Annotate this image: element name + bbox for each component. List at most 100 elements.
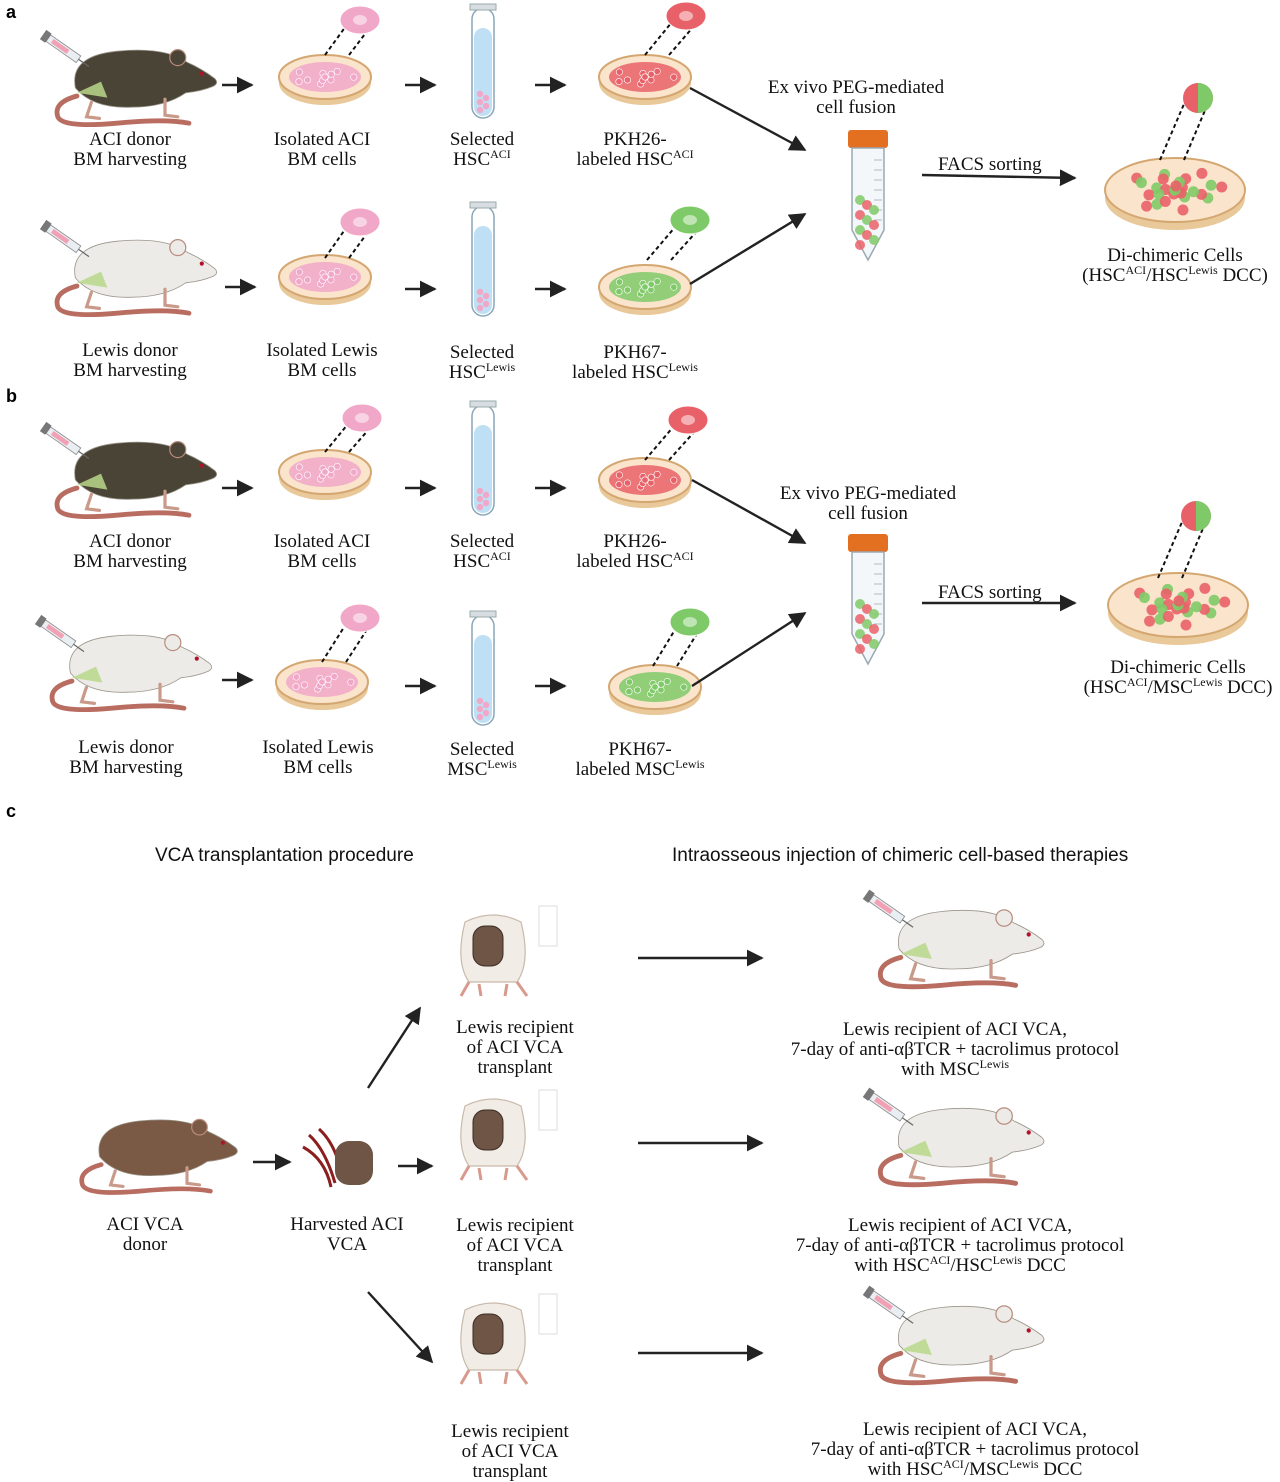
rat-eye xyxy=(199,261,204,266)
cell xyxy=(333,267,341,275)
fused-cell xyxy=(869,609,879,619)
syringe-icon xyxy=(862,1087,914,1126)
fused-cell xyxy=(862,619,872,629)
fused-cell xyxy=(862,230,872,240)
fused-cell xyxy=(1208,594,1220,606)
cell xyxy=(615,78,623,86)
fused-cell xyxy=(1160,588,1172,600)
fused-cell xyxy=(862,634,872,644)
rat-tail xyxy=(877,954,1019,990)
cell xyxy=(292,683,300,691)
panel-label-a: a xyxy=(6,2,17,22)
fused-cell xyxy=(1216,181,1228,193)
fused-cell xyxy=(862,200,872,210)
b-tube-msc xyxy=(469,610,497,726)
cell xyxy=(304,471,312,479)
bone-highlight xyxy=(72,666,103,683)
fused-cell xyxy=(1156,603,1168,615)
cell xyxy=(647,473,655,481)
fused-cell xyxy=(855,599,865,609)
cell xyxy=(625,688,633,696)
rat-eye xyxy=(194,656,199,661)
a-pkh67-label: PKH67-labeled HSCLewis xyxy=(572,342,698,383)
c-arrow-up xyxy=(366,1006,422,1089)
cell xyxy=(295,473,303,481)
fused-cell xyxy=(1144,615,1156,627)
b-arrow-to-fusion xyxy=(691,611,807,688)
fused-cell xyxy=(1153,188,1165,200)
c-therapy-label-3: Lewis recipient of ACI VCA,7-day of anti… xyxy=(810,1419,1140,1480)
rat-legs xyxy=(79,682,175,706)
rat-body xyxy=(897,1107,1045,1168)
bone-highlight xyxy=(77,271,108,288)
b-pkh26-label: PKH26-labeled HSCACI xyxy=(576,531,694,572)
cell xyxy=(653,277,661,285)
fused-cell xyxy=(855,629,865,639)
cell xyxy=(350,73,358,81)
fused-cell xyxy=(1170,180,1182,192)
bone-highlight xyxy=(900,1338,932,1356)
a-result-label: Di-chimeric Cells (HSCACI/HSCLewis DCC) xyxy=(1082,245,1268,286)
c-treated-rat-2 xyxy=(862,1087,1045,1188)
rat-legs xyxy=(84,287,180,311)
c-heading-left: VCA transplantation procedure xyxy=(155,845,414,866)
graft xyxy=(472,925,504,967)
cell xyxy=(301,681,309,689)
rat-tail xyxy=(54,283,192,318)
cell xyxy=(333,462,341,470)
cell xyxy=(350,468,358,476)
cell xyxy=(625,678,633,686)
cell xyxy=(333,67,341,75)
fused-cell xyxy=(1162,610,1174,622)
fused-cell xyxy=(862,604,872,614)
cell xyxy=(651,683,659,691)
rat-eye xyxy=(199,71,204,76)
graft xyxy=(472,1313,504,1355)
c-treated-rat-1 xyxy=(862,889,1045,990)
rat-eye xyxy=(1026,1328,1031,1333)
panel-label-c: c xyxy=(6,801,17,821)
a-dish-lewis xyxy=(278,254,372,305)
fused-cell xyxy=(869,220,879,230)
cell xyxy=(615,471,623,479)
b-arrow-to-fusion xyxy=(691,478,807,545)
cell xyxy=(670,476,678,484)
cell xyxy=(653,67,661,75)
a-aci-rat xyxy=(39,29,218,128)
rat-ear xyxy=(169,239,187,257)
panel-label-b: b xyxy=(6,386,17,406)
a-dish-pkh67 xyxy=(598,264,692,315)
cell xyxy=(330,672,338,680)
a-result-dish xyxy=(1104,157,1246,230)
b-result-label: Di-chimeric Cells (HSCACI/MSCLewis DCC) xyxy=(1083,657,1273,698)
cell xyxy=(327,270,335,278)
rat-legs xyxy=(108,1166,202,1188)
syringe-icon xyxy=(39,421,90,460)
fused-cell xyxy=(855,195,865,205)
rat-body xyxy=(98,1119,238,1176)
cell xyxy=(292,673,300,681)
rat-ear xyxy=(169,441,187,459)
fused-cell xyxy=(1138,592,1150,604)
cell xyxy=(624,479,632,487)
b-result-dish xyxy=(1107,572,1249,645)
rat-body xyxy=(74,49,218,108)
c-recipient-1 xyxy=(459,905,558,997)
rat-tail xyxy=(877,1350,1019,1386)
tube-cap xyxy=(848,534,888,552)
a-pkh26-label: PKH26-labeled HSCACI xyxy=(576,129,694,170)
b-lewis-rat xyxy=(34,614,213,713)
cell xyxy=(670,283,678,291)
rat-legs xyxy=(908,1355,1006,1378)
fused-cell xyxy=(1154,613,1166,625)
